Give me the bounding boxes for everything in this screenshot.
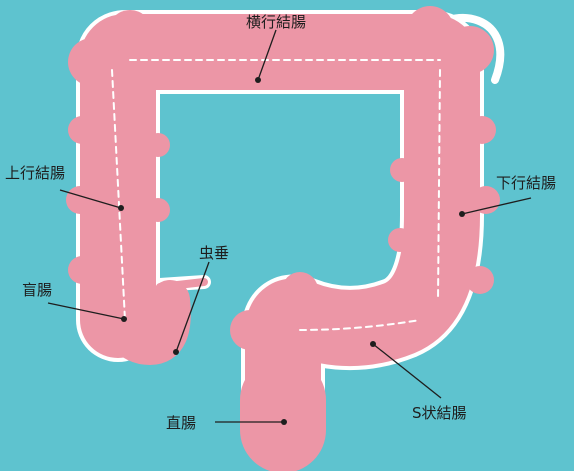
colon-body: [66, 6, 500, 468]
ascending-dot: [118, 205, 124, 211]
label-descending-colon: 下行結腸: [496, 174, 556, 192]
transverse-dot: [255, 77, 261, 83]
descending-dot: [459, 211, 465, 217]
label-sigmoid-colon: S状結腸: [412, 404, 467, 422]
label-ascending-colon: 上行結腸: [5, 164, 65, 182]
label-transverse-colon: 横行結腸: [246, 13, 306, 31]
label-rectum: 直腸: [166, 414, 196, 432]
sigmoid-dot: [370, 341, 376, 347]
appendix-shape: [160, 282, 204, 287]
label-appendix: 虫垂: [199, 244, 229, 262]
cecum-dot: [121, 316, 127, 322]
appendix-dot: [173, 349, 179, 355]
rectum-dot: [281, 419, 287, 425]
label-cecum: 盲腸: [22, 281, 52, 299]
